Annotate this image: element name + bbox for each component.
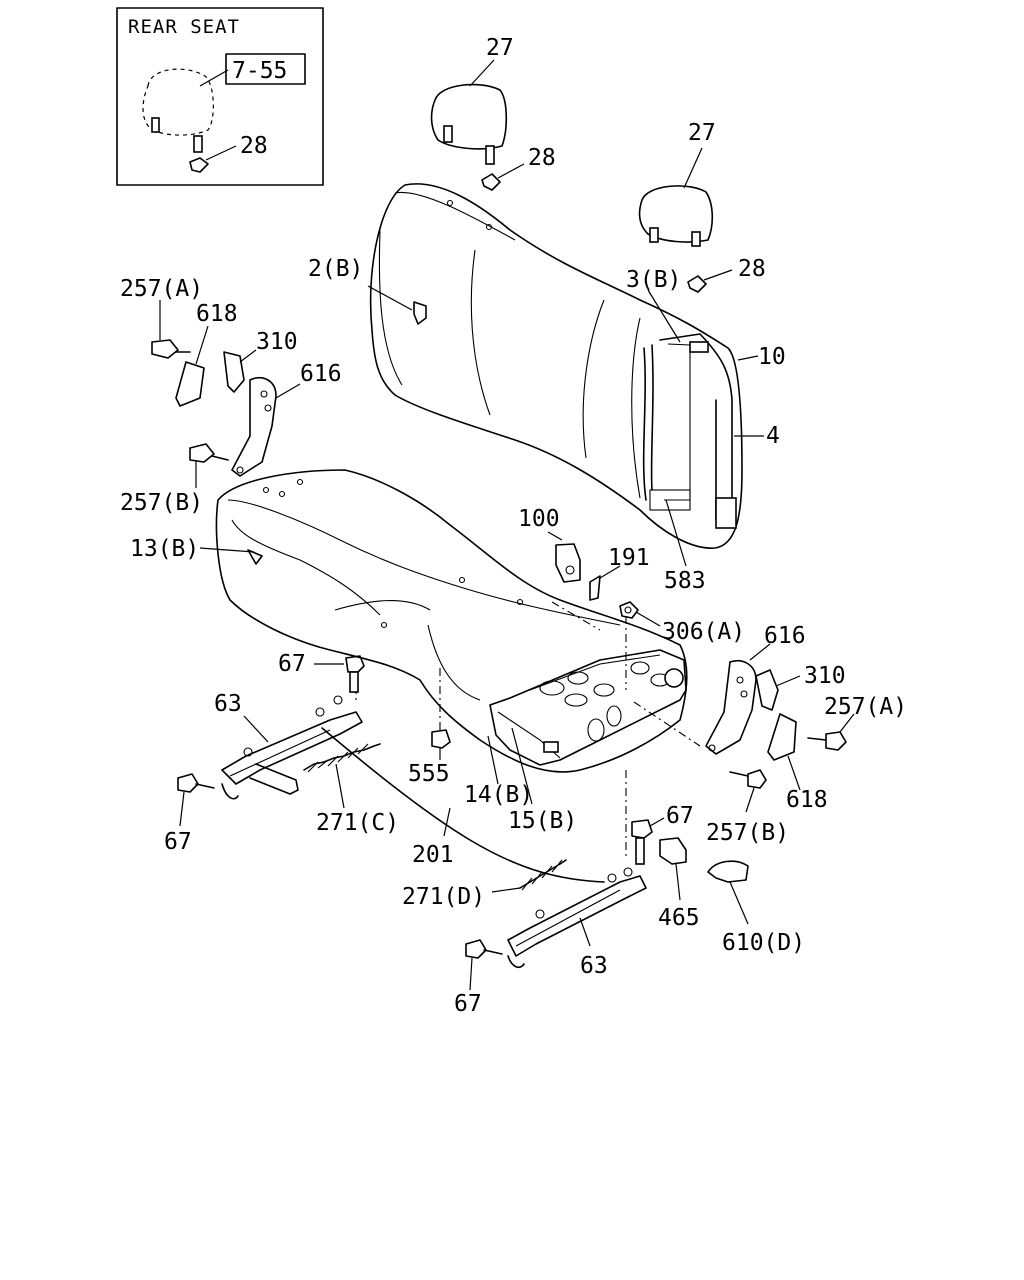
seat-rail-left	[221, 695, 363, 800]
callout-257b-right: 257(B)	[706, 820, 789, 846]
nut-306a	[619, 601, 661, 627]
assembly-line	[633, 701, 701, 747]
cover-618-left	[175, 361, 205, 407]
callout-67: 67	[666, 803, 694, 829]
bolt-67d	[465, 939, 503, 991]
callout-3b: 3(B)	[626, 267, 681, 293]
callout-201: 201	[412, 842, 454, 868]
callout-610d: 610(D)	[722, 930, 805, 956]
lever-310-left	[223, 351, 245, 393]
inset-clip-icon	[189, 145, 237, 173]
leader-2b	[367, 285, 413, 311]
callout-28: 28	[528, 145, 556, 171]
seat-back-frame	[642, 333, 737, 529]
callout-306a: 306(A)	[662, 619, 745, 645]
leader-13b	[199, 547, 255, 553]
inset-reference-box	[225, 53, 306, 85]
callout-618-right: 618	[786, 787, 828, 813]
lever-310-right	[755, 669, 779, 711]
bracket-100	[547, 531, 581, 583]
callout-618-left: 618	[196, 301, 238, 327]
headrest-center	[430, 59, 508, 165]
callout-14b: 14(B)	[464, 782, 533, 808]
inset-reference-label: 7-55	[232, 58, 287, 84]
callout-27: 27	[486, 35, 514, 61]
bolt-67a	[314, 655, 365, 693]
hinge-group-right	[705, 643, 855, 813]
bolt-67b	[177, 773, 215, 827]
spring-271c	[303, 743, 381, 809]
hinge-616-left	[231, 376, 277, 477]
seat-cushion	[215, 469, 688, 773]
leader-583	[665, 499, 687, 567]
hinge-group-left	[151, 300, 301, 488]
callout-63: 63	[214, 691, 242, 717]
seat-rail-right	[507, 867, 647, 969]
clip-icon-right	[687, 269, 733, 293]
callout-310-left: 310	[256, 329, 298, 355]
callout-310-right: 310	[804, 663, 846, 689]
cover-610d	[707, 860, 749, 925]
callout-271c: 271(C)	[316, 810, 399, 836]
clip-465	[659, 837, 687, 901]
callout-583: 583	[664, 568, 706, 594]
callout-257b-left: 257(B)	[120, 490, 203, 516]
seat-cushion-frame	[489, 649, 687, 766]
callout-63: 63	[580, 953, 608, 979]
callout-555: 555	[408, 761, 450, 787]
bolt-67c	[631, 817, 665, 865]
cover-618-right	[767, 713, 797, 761]
inset-headrest	[142, 68, 229, 153]
leader-3b	[647, 289, 681, 343]
callout-15b: 15(B)	[508, 808, 577, 834]
callout-271d: 271(D)	[402, 884, 485, 910]
pin-191	[589, 565, 621, 601]
leader-14b	[487, 735, 499, 785]
clip-icon-center	[481, 163, 525, 191]
callout-28: 28	[738, 256, 766, 282]
callout-465: 465	[658, 905, 700, 931]
callout-13b: 13(B)	[130, 536, 199, 562]
callout-191: 191	[608, 545, 650, 571]
rear-seat-inset: REAR SEAT 7-55 28	[116, 7, 324, 186]
frame-bracket-icon	[689, 341, 709, 353]
callout-616-left: 616	[300, 361, 342, 387]
callout-100: 100	[518, 506, 560, 532]
callout-67: 67	[454, 991, 482, 1017]
callout-10: 10	[758, 344, 786, 370]
headrest-right	[638, 147, 714, 247]
callout-616-right: 616	[764, 623, 806, 649]
hinge-616-right	[705, 660, 757, 755]
inset-title: REAR SEAT	[128, 16, 240, 38]
spring-271d	[491, 859, 567, 893]
callout-257a-right: 257(A)	[824, 694, 907, 720]
callout-67: 67	[278, 651, 306, 677]
cable-201	[321, 727, 605, 883]
grommet-555	[431, 729, 451, 760]
seat-back	[369, 183, 743, 549]
callout-2b: 2(B)	[308, 256, 363, 282]
callout-257a-left: 257(A)	[120, 276, 203, 302]
inset-frame	[116, 7, 324, 186]
callout-4: 4	[766, 423, 780, 449]
leader-10	[737, 355, 759, 361]
inset-callout-28: 28	[240, 133, 268, 159]
callout-67: 67	[164, 829, 192, 855]
callout-27: 27	[688, 120, 716, 146]
leader-15b	[511, 727, 533, 805]
